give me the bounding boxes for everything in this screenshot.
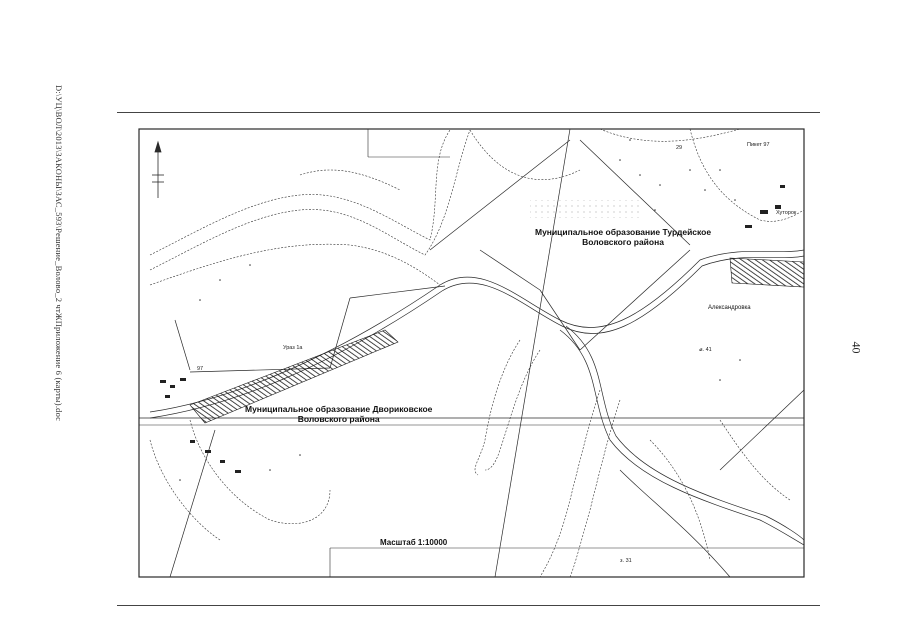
municipality-south-text: Муниципальное образование Двориковское В… <box>245 404 433 424</box>
north-arrow-icon <box>152 140 164 198</box>
top-frame-rule <box>117 112 820 113</box>
hutor-label: Хуторок <box>776 210 797 216</box>
boundary-lines <box>169 128 805 578</box>
field-label: Ураз 1а <box>283 345 303 351</box>
municipality-south-label: Муниципальное образование Двориковское В… <box>245 404 432 424</box>
hatched-strip-east <box>729 257 805 288</box>
num-97-label: 97 <box>197 366 204 372</box>
municipality-north-label: Муниципальное образование Турдейское Вол… <box>535 227 711 247</box>
municipality-north-text: Муниципальное образование Турдейское Вол… <box>535 227 712 247</box>
bottom-frame-rule <box>117 605 820 606</box>
num-29-label: 29 <box>676 145 683 151</box>
buildings <box>160 185 785 473</box>
village-label: Александровка <box>708 305 751 311</box>
hatched-strip-south <box>189 329 399 424</box>
vegetation-dots <box>179 139 741 481</box>
scale-label: Масштаб 1:10000 <box>380 538 448 547</box>
piket-label: Пикет 97 <box>747 142 770 148</box>
ravines <box>149 128 805 578</box>
map-frame <box>138 128 805 578</box>
num-31-label: з. 31 <box>620 558 632 564</box>
num-41-label: з. 41 <box>700 347 712 353</box>
